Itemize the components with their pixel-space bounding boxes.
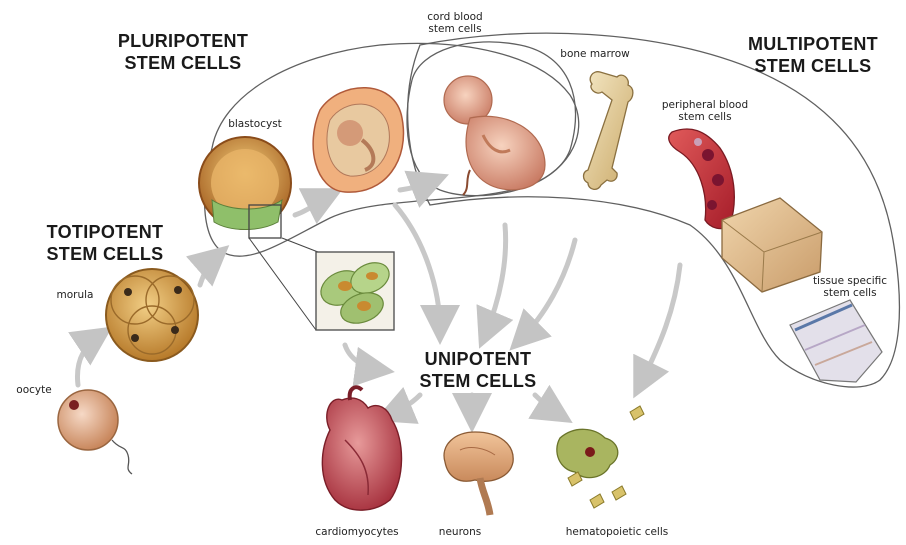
arrow-to-unipotent-2 xyxy=(485,225,506,335)
brain-illustration xyxy=(444,432,513,515)
morula-label: morula xyxy=(40,289,110,301)
totipotent-title-line2: STEM CELLS xyxy=(20,243,190,265)
cord-blood-label: cord blood stem cells xyxy=(410,11,500,35)
heart-illustration xyxy=(322,387,401,510)
tissue-specific-label-line2: stem cells xyxy=(800,287,900,299)
cardiomyocytes-label: cardiomyocytes xyxy=(302,526,412,538)
tissue-specific-label: tissue specific stem cells xyxy=(800,275,900,299)
peripheral-blood-label-line1: peripheral blood xyxy=(645,99,765,111)
cord-blood-fetus-illustration xyxy=(444,76,545,195)
arrow-morula-to-blastocyst xyxy=(200,255,218,285)
unipotent-title-line1: UNIPOTENT xyxy=(398,348,558,370)
arrow-to-unipotent-1 xyxy=(395,205,440,330)
arrow-to-unipotent-3 xyxy=(520,240,575,340)
pluripotent-title-line1: PLURIPOTENT xyxy=(92,30,274,52)
bone-illustration xyxy=(584,72,633,190)
bone-marrow-label: bone marrow xyxy=(550,48,640,60)
blood-vessel-illustration xyxy=(669,129,735,229)
peripheral-blood-label-line2: stem cells xyxy=(645,111,765,123)
cord-blood-label-line2: stem cells xyxy=(410,23,500,35)
neurons-label: neurons xyxy=(420,526,500,538)
pluripotent-title: PLURIPOTENT STEM CELLS xyxy=(92,30,274,74)
multipotent-title: MULTIPOTENT STEM CELLS xyxy=(728,33,898,77)
multipotent-title-line1: MULTIPOTENT xyxy=(728,33,898,55)
fetus-in-womb-illustration xyxy=(313,88,403,192)
blastocyst-illustration xyxy=(199,137,291,238)
oocyte-label: oocyte xyxy=(6,384,62,396)
unipotent-title-line2: STEM CELLS xyxy=(398,370,558,392)
arrow-oocyte-to-morula xyxy=(77,335,100,385)
peripheral-blood-label: peripheral blood stem cells xyxy=(645,99,765,123)
cord-blood-label-line1: cord blood xyxy=(410,11,500,23)
hematopoietic-cells-illustration xyxy=(557,406,644,508)
blastocyst-label: blastocyst xyxy=(215,118,295,130)
arrow-to-unipotent-4 xyxy=(640,265,680,385)
arrow-unipotent-to-heart xyxy=(388,395,420,415)
arrow-inset-to-unipotent xyxy=(345,345,380,370)
hematopoietic-label: hematopoietic cells xyxy=(552,526,682,538)
totipotent-title-line1: TOTIPOTENT xyxy=(20,221,190,243)
multipotent-title-line2: STEM CELLS xyxy=(728,55,898,77)
arrow-unipotent-to-hematopoietic xyxy=(535,395,560,415)
skin-tissue-illustration xyxy=(790,300,882,382)
unipotent-title: UNIPOTENT STEM CELLS xyxy=(398,348,558,392)
arrow-fetus-to-cordblood xyxy=(400,180,435,190)
embryonic-cells-inset xyxy=(249,238,394,330)
oocyte-illustration xyxy=(58,390,132,474)
totipotent-title: TOTIPOTENT STEM CELLS xyxy=(20,221,190,265)
pluripotent-title-line2: STEM CELLS xyxy=(92,52,274,74)
arrow-blastocyst-to-fetus xyxy=(295,195,330,215)
morula-illustration xyxy=(106,269,198,361)
tissue-specific-label-line1: tissue specific xyxy=(800,275,900,287)
